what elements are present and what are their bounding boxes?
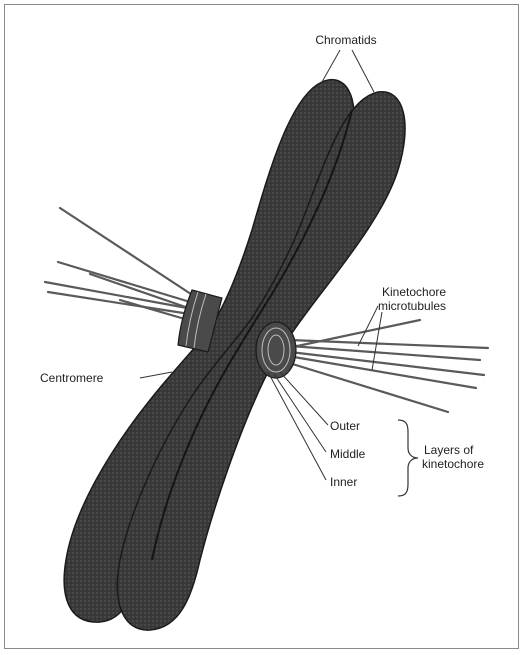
label-centromere: Centromere [40, 371, 104, 385]
right-microtubules [286, 320, 488, 412]
chromatid-left [64, 80, 354, 622]
microtubule [58, 262, 200, 305]
layers-brace [398, 420, 418, 496]
label-kinetochore-microtubules-1: Kinetochore [382, 285, 446, 299]
label-kinetochore-microtubules-2: microtubules [378, 299, 446, 313]
label-chromatids: Chromatids [315, 33, 376, 47]
microtubule [60, 208, 200, 300]
label-outer: Outer [330, 419, 360, 433]
centromere-pointer [140, 372, 172, 378]
microtubule [290, 346, 480, 360]
layer-leaders [268, 372, 328, 480]
label-kinetochore: kinetochore [422, 457, 484, 471]
kinetochore-right [256, 322, 296, 378]
label-layers-of: Layers of [424, 443, 474, 457]
label-middle: Middle [330, 447, 366, 461]
left-microtubules [45, 208, 200, 322]
label-inner: Inner [330, 475, 357, 489]
